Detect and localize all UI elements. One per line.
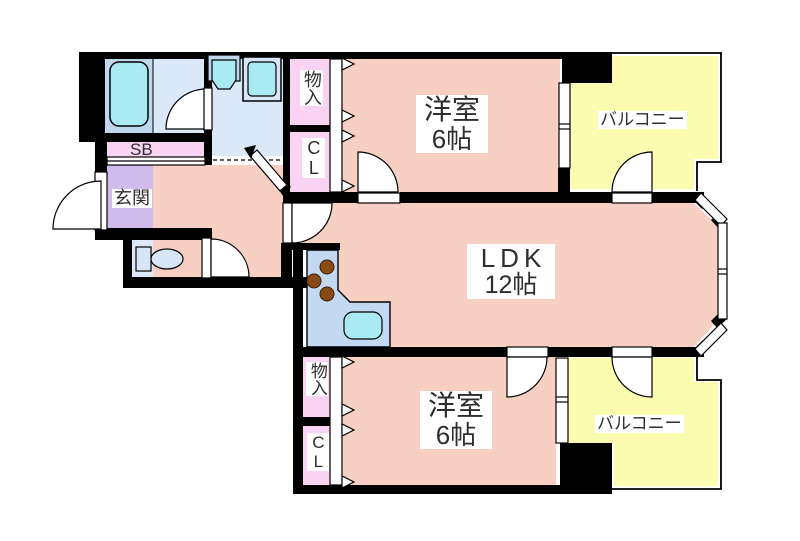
- washbasin-icon: [211, 59, 237, 90]
- label-entrance: 玄関: [112, 188, 152, 209]
- window-bedroom-bottom: [555, 357, 569, 444]
- door-hall-ldk: [291, 202, 333, 244]
- label-storage-bottom: 物入: [306, 362, 328, 396]
- powder-room-boundary: [212, 156, 283, 165]
- label-closet-top: CL: [302, 138, 325, 178]
- door-balcony-bottom: [611, 356, 653, 398]
- windows: [106, 57, 728, 489]
- label-bedroom-top: 洋室 6帖: [416, 94, 488, 155]
- bedroom-top-size: 6帖: [431, 124, 473, 155]
- bay-window-right: [717, 222, 728, 320]
- toilet-icon: [135, 246, 152, 272]
- bedroom-bottom-name: 洋室: [427, 390, 484, 421]
- door-bedroom-top: [357, 151, 399, 193]
- label-storage-top: 物入: [300, 70, 323, 106]
- bedroom-top-name: 洋室: [423, 94, 480, 125]
- door-bathroom: [165, 88, 207, 130]
- door-balcony-top: [611, 151, 653, 193]
- closet-doors-bottom: [329, 356, 343, 486]
- ldk-size: 12帖: [484, 271, 538, 300]
- label-shoe-box: SB: [130, 140, 153, 159]
- fixtures: [109, 54, 383, 340]
- door-bedroom-bottom: [506, 356, 548, 398]
- balcony-bottom-outline: [611, 357, 722, 490]
- bay-window-bottom: [694, 322, 728, 357]
- kitchen-sink-icon: [343, 311, 383, 340]
- doors: [52, 87, 653, 398]
- bedroom-bottom-size: 6帖: [435, 420, 477, 451]
- walls: [79, 52, 727, 494]
- floors: [105, 56, 720, 486]
- door-powder-room: [249, 149, 288, 192]
- door-entrance: [52, 180, 102, 230]
- bathtub-icon: [109, 61, 149, 127]
- ldk-name: LDK: [480, 243, 547, 273]
- stove-burners-icon: [306, 259, 335, 302]
- window-bedroom-top: [558, 82, 571, 169]
- label-ldk: LDK 12帖: [467, 243, 555, 300]
- balcony-outlines: [611, 52, 722, 490]
- balcony-top-outline: [612, 52, 722, 191]
- label-bedroom-bottom: 洋室 6帖: [420, 390, 492, 451]
- label-balcony-top: バルコニー: [598, 110, 687, 130]
- shoe-box-floor: [107, 142, 205, 157]
- label-closet-bottom: CL: [307, 433, 329, 471]
- door-toilet: [210, 238, 250, 278]
- label-balcony-bottom: バルコニー: [595, 414, 684, 434]
- closet-doors-top: [329, 58, 343, 193]
